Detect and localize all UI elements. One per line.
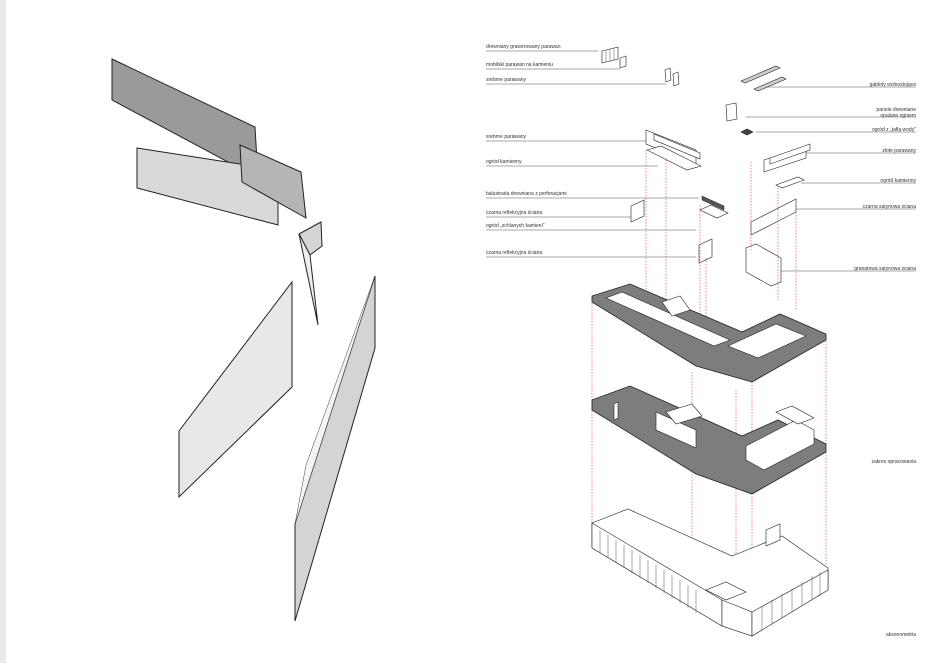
upper-floor-plate — [591, 283, 827, 383]
label-wooden-panels: panele drewniane — [877, 107, 917, 113]
left-annotations: drewniany grawerowany parawan mobilski p… — [486, 44, 699, 258]
axonometric-drawing: drewniany grawerowany parawan mobilski p… — [111, 44, 916, 638]
display-case-a — [740, 65, 781, 84]
label-gold-screens: złote parawany — [882, 148, 916, 154]
panel-long-right-light — [294, 275, 376, 525]
stone-garden-left — [646, 145, 702, 171]
right-annotations: gabloty wolnostojące panele drewniane op… — [746, 82, 916, 638]
black-wall-b — [698, 238, 713, 264]
label-wooden-balustrade: balustrada drewniana z perforacjami — [486, 191, 567, 197]
label-black-wall-2: czarna reflekcyjna ściana — [486, 250, 542, 256]
mobile-screen — [619, 55, 627, 69]
stone-garden-small — [699, 204, 729, 219]
exploded-elements — [601, 46, 811, 287]
label-silver-screens: srebrne parawany — [486, 134, 527, 140]
drawing-sheet: drewniany grawerowany parawan mobilski p… — [6, 0, 948, 663]
burned-wood-panel — [725, 102, 738, 122]
panel-wing-back — [298, 233, 319, 326]
panel-small-fold — [239, 144, 307, 219]
wooden-balustrade — [701, 195, 725, 211]
water-garden — [740, 128, 754, 136]
panel-long-left — [178, 280, 293, 499]
label-stone-garden-left: ogród kamienny — [486, 159, 522, 165]
projection-lines — [591, 150, 827, 600]
panel-long-right-shade — [294, 275, 376, 622]
label-stone-garden-2: ogród „schlanych kamieni" — [486, 223, 545, 229]
navy-satin-wall — [745, 243, 782, 287]
silver-screen-a — [664, 67, 672, 83]
label-black-wall-1: czarna reflekcyjna ściana — [486, 210, 542, 216]
display-case-b — [753, 76, 787, 92]
label-fire-burned: opalane ogniem — [880, 113, 916, 119]
label-display-cases: gabloty wolnostojące — [870, 82, 917, 88]
label-stone-garden-right: ogród kamienny — [880, 178, 916, 184]
silver-screen-b — [672, 71, 680, 87]
floating-panels — [111, 58, 376, 622]
label-mobile-screen: mobilski parawan na kamieniu — [486, 62, 553, 68]
black-wall-a — [630, 199, 645, 223]
label-scope-of-work: zakres opracowania — [872, 459, 917, 465]
label-axonometry: aksonometria — [886, 632, 916, 638]
stone-garden-right — [775, 176, 805, 189]
label-water-garden: ogród z „taflą wody" — [872, 127, 916, 133]
label-engraved-screen: drewniany grawerowany parawan — [486, 44, 561, 50]
middle-floor-plate — [591, 385, 827, 495]
black-satin-wall — [750, 198, 797, 236]
ground-floor — [591, 508, 829, 637]
label-navy-satin-wall: granatowa satynowa ściana — [854, 266, 916, 272]
label-silver-screens-top: srebrne parawany — [486, 77, 527, 83]
label-black-satin-wall: czarna satynowa ściana — [863, 204, 917, 210]
